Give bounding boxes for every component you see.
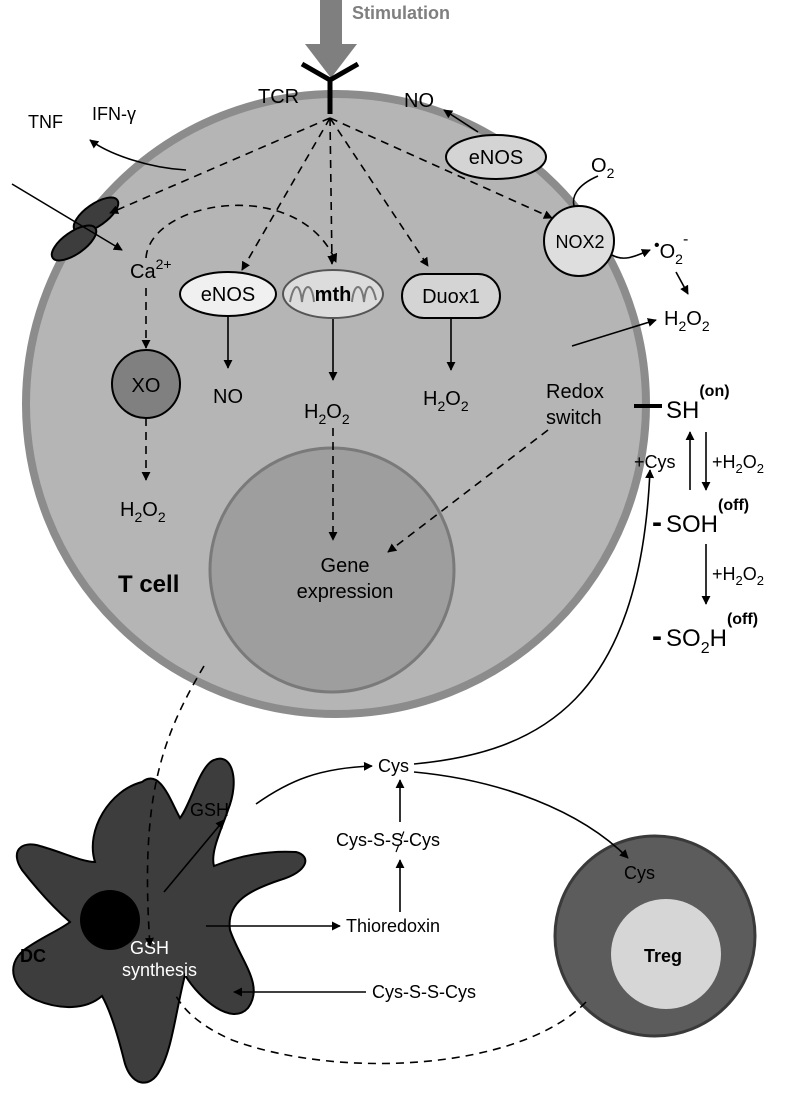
cys-tcell-arrow: [413, 469, 655, 765]
dc-label: DC: [20, 946, 46, 966]
h2o2-xo-label: H2O2: [120, 499, 166, 525]
so2h-state: -SO2H(off): [652, 611, 758, 657]
no-inner-label: NO: [213, 386, 243, 408]
calcium-channel-lower: [50, 224, 98, 262]
treg-label: Treg: [644, 946, 682, 966]
t-cell-label: T cell: [118, 571, 179, 598]
enos-outer-label: eNOS: [469, 147, 523, 169]
gsh-cys-arrow: [255, 761, 373, 805]
o2-to-nox2-line: [572, 175, 599, 207]
cys-label: Cys: [378, 756, 409, 776]
tcell-dc-contact: [144, 665, 205, 947]
treg-dc-contact: [175, 995, 587, 1065]
enos-inner-label: eNOS: [201, 284, 255, 306]
cystine-label: Cys-S-S-Cys: [336, 830, 440, 850]
enos-outer: [445, 134, 547, 180]
calcium-influx-arrow: [11, 183, 123, 251]
tnf-label: TNF: [28, 112, 63, 132]
superoxide-label: •O2-: [654, 231, 688, 267]
nucleus: [208, 446, 456, 694]
dc-nucleus: [80, 890, 140, 950]
disulfide-cleavage-mark: [395, 825, 407, 853]
mth-label: mth: [315, 284, 352, 306]
thioredoxin-label: Thioredoxin: [346, 916, 440, 936]
enos-no-arrow: [443, 109, 479, 133]
superoxide-h2o2-arrow: [675, 271, 689, 295]
h2o2-entry-arrow: [571, 318, 657, 347]
mitochondrion: [282, 269, 384, 319]
dc-gsh-arrow: [163, 819, 225, 893]
gsh-label: GSH: [190, 800, 229, 820]
xo-label: XO: [132, 375, 161, 397]
nox2-label: NOX2: [555, 232, 604, 252]
dendritic-cell: [12, 757, 307, 1084]
h2o2-outer-label: H2O2: [664, 308, 710, 334]
no-outer-label: NO: [404, 90, 434, 112]
ifn-gamma-label: IFN-γ: [92, 104, 136, 124]
treg-cys-label: Cys: [624, 863, 655, 883]
h2o2-mth-label: H2O2: [304, 401, 350, 427]
h2o2-duox1-label: H2O2: [423, 388, 469, 414]
tcr-receptor: [300, 61, 360, 114]
cystine-dc-label: Cys-S-S-Cys: [372, 982, 476, 1002]
stimulation-arrow: [305, 0, 357, 78]
redox-gene-expression-arrow: [387, 429, 549, 553]
plus-h2o2-label-1: +H2O2: [712, 452, 764, 476]
nox2-superoxide-arrow: [611, 249, 651, 259]
stimulation-label: Stimulation: [352, 3, 450, 23]
soh-state: -SOH(off): [652, 497, 749, 539]
plus-cys-label: +Cys: [634, 452, 676, 472]
calcium-label: Ca2+: [130, 256, 172, 283]
tcr-label: TCR: [258, 86, 299, 108]
tcr-signal-arrows: [109, 117, 553, 271]
cytokine-arrow: [89, 139, 187, 171]
enos-inner: [179, 271, 277, 317]
treg-nucleus: [611, 899, 721, 1009]
duox1-label: Duox1: [422, 286, 480, 308]
o2-label: O2: [591, 155, 615, 181]
nox2-complex: [543, 205, 615, 277]
sh-state: SH(on): [666, 383, 730, 424]
cys-treg-arrow: [413, 771, 629, 859]
mitochondrion-cristae: [289, 285, 377, 303]
plus-h2o2-label-2: +H2O2: [712, 564, 764, 588]
